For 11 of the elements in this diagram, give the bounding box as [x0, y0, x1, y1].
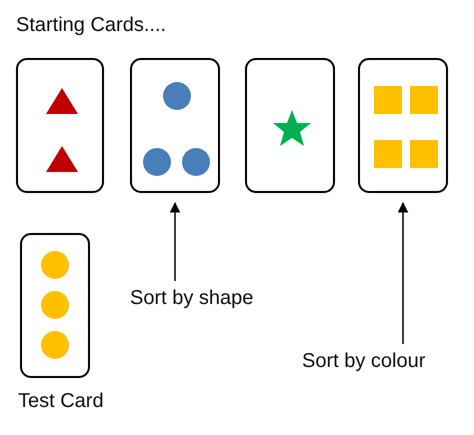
card — [16, 58, 104, 193]
label-text: Sort by shape — [130, 287, 254, 310]
card — [130, 58, 220, 193]
label-text: Sort by colour — [302, 350, 426, 373]
card — [245, 58, 335, 193]
arrow — [170, 202, 180, 281]
card — [358, 58, 448, 193]
title: Starting Cards.... — [16, 14, 166, 37]
card-label: Test Card — [18, 390, 104, 413]
card — [20, 233, 90, 378]
arrow — [398, 202, 408, 344]
